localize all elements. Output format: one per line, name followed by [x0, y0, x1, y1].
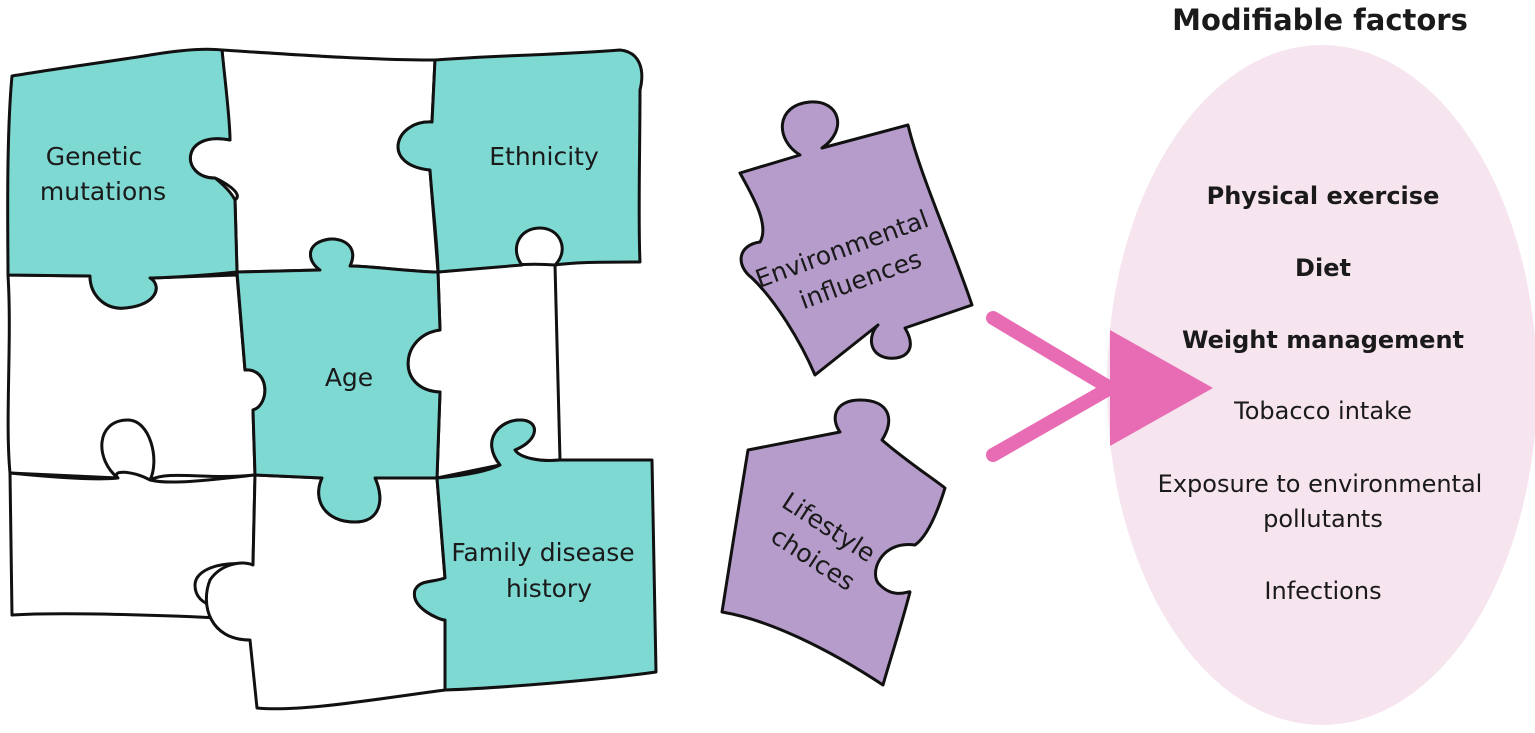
- label-family-line1: Family disease: [451, 538, 634, 567]
- factor-exposure-line1: Exposure to environmental: [1158, 470, 1483, 498]
- puzzle-piece-ethnicity: [396, 48, 644, 274]
- label-family-history: Family disease history: [451, 538, 642, 603]
- puzzle-piece-lifestyle: [720, 398, 947, 687]
- puzzle-grid: [6, 47, 658, 711]
- factor-physical-exercise: Physical exercise: [1207, 182, 1440, 210]
- factor-weight-management: Weight management: [1182, 326, 1464, 354]
- label-ethnicity: Ethnicity: [489, 142, 599, 171]
- puzzle-piece-age: [235, 237, 442, 524]
- factor-diet: Diet: [1295, 254, 1351, 282]
- puzzle-piece-genetic-mutations: [6, 47, 239, 310]
- label-genetic-line2: mutations: [40, 177, 166, 206]
- puzzle-piece-environmental: [738, 100, 974, 377]
- modifiable-factors-ellipse: [1107, 45, 1535, 725]
- factor-tobacco-intake: Tobacco intake: [1233, 397, 1412, 425]
- modifiable-factors-title: Modifiable factors: [1172, 3, 1468, 37]
- arrow-head-icon: [1110, 330, 1213, 446]
- factor-infections: Infections: [1264, 577, 1381, 605]
- label-genetic-mutations: Genetic mutations: [40, 142, 166, 206]
- label-family-line2: history: [506, 574, 592, 603]
- label-genetic-line1: Genetic: [46, 142, 142, 171]
- label-age: Age: [325, 363, 373, 392]
- factor-exposure-line2: pollutants: [1263, 505, 1383, 533]
- puzzle-piece-family-history: [413, 418, 658, 692]
- arrow-to-factors: [986, 311, 1213, 462]
